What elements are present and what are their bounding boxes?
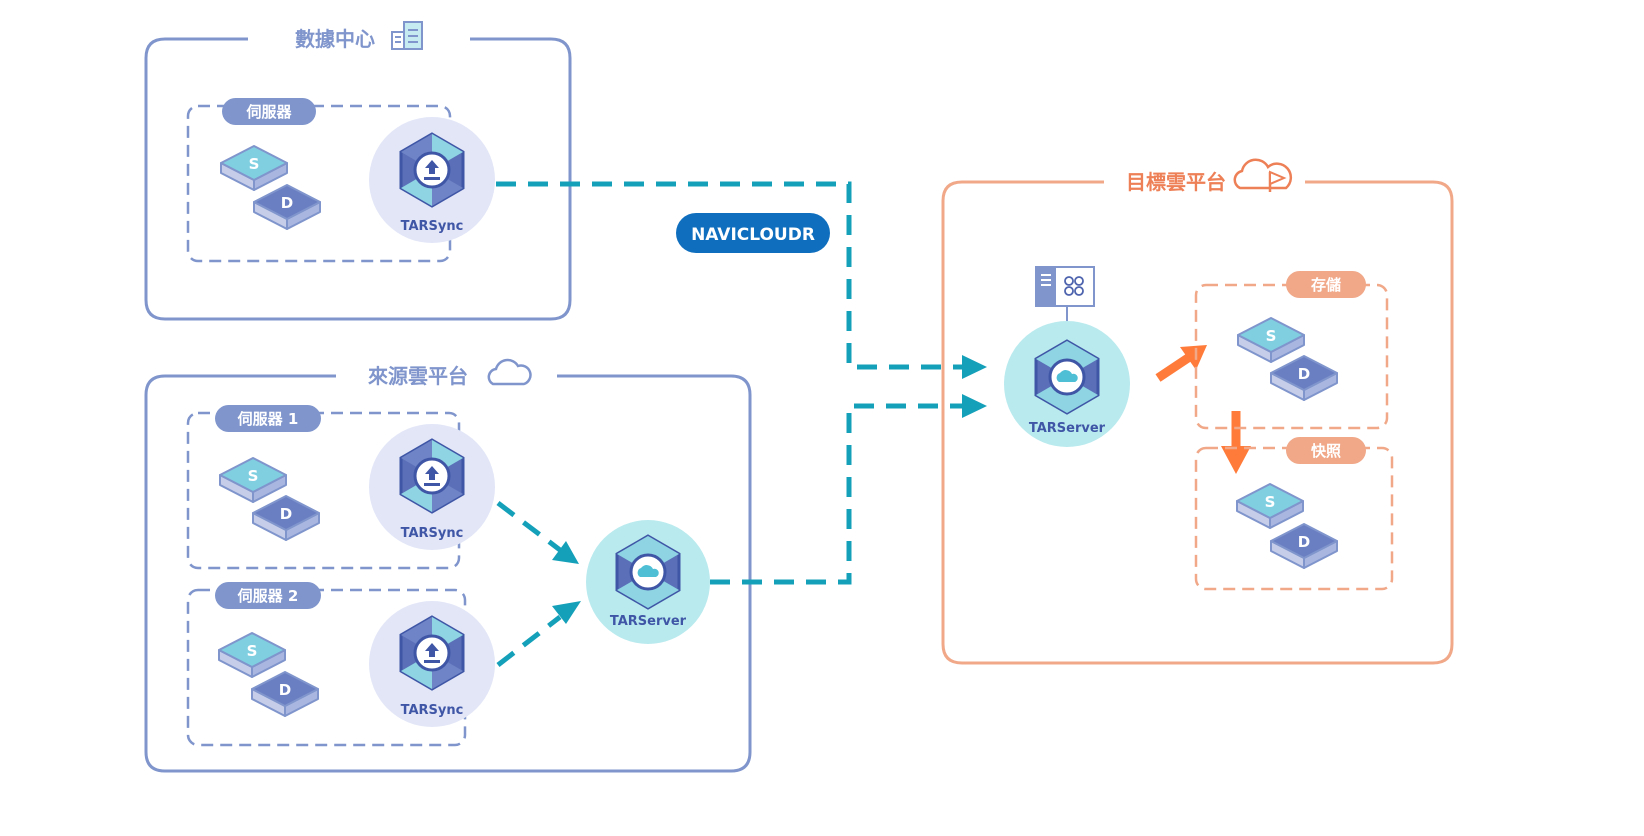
source-server-1: 伺服器 1 S D TARSync [186, 405, 495, 570]
svg-text:D: D [281, 194, 293, 212]
source-server-2: 伺服器 2 S D TARSync [186, 582, 495, 747]
svg-text:S: S [247, 642, 258, 660]
svg-text:D: D [280, 505, 292, 523]
storage-pill [1286, 271, 1366, 298]
navicloudr-label: NAVICLOUDR [691, 225, 815, 245]
snapshot-box: 快照 S D [1194, 437, 1394, 591]
source-cloud-group: 來源雲平台 伺服器 1 S D TARSync 伺服 [144, 358, 752, 773]
source-to-target-link [710, 403, 962, 585]
server-pill [215, 405, 321, 432]
svg-text:S: S [1265, 493, 1276, 511]
building-icon [391, 21, 423, 50]
server-pill [222, 98, 316, 125]
orange-arrow-right [1155, 345, 1207, 382]
server-pill [215, 582, 321, 609]
source-cloud-border [144, 374, 752, 773]
snapshot-pill [1286, 437, 1366, 464]
svg-text:S: S [248, 467, 259, 485]
snapshot-label: 快照 [1311, 442, 1341, 460]
target-cloud-border [941, 180, 1454, 665]
sync1-to-server-link [496, 501, 562, 552]
arrowhead [552, 601, 581, 624]
data-center-title: 數據中心 [295, 27, 375, 51]
svg-text:D: D [1298, 533, 1310, 551]
target-tarserver-node: TARServer [1004, 321, 1130, 447]
svg-text:S: S [249, 155, 260, 173]
disk-s: S [1236, 483, 1304, 529]
arrowhead [552, 541, 579, 564]
navicloudr-badge: NAVICLOUDR [676, 213, 830, 253]
disk-d: D [251, 671, 319, 717]
server-label: 伺服器 2 [237, 587, 299, 605]
data-center-border [144, 37, 572, 321]
datacenter-to-target-link [496, 181, 962, 370]
disk-s: S [220, 145, 288, 191]
server-label: 伺服器 1 [237, 410, 299, 428]
svg-text:D: D [1298, 365, 1310, 383]
svg-text:S: S [1266, 327, 1277, 345]
tarsync-label: TARSync [401, 219, 464, 234]
disk-d: D [252, 495, 320, 541]
source-tarserver-node: TARServer [586, 520, 710, 644]
tarserver-label: TARServer [1029, 421, 1106, 436]
tarsync-node: TARSync [369, 601, 495, 727]
target-cloud-title: 目標雲平台 [1126, 170, 1226, 194]
tarsync-node: TARSync [369, 117, 495, 243]
disk-d: D [253, 184, 321, 230]
tarsync-node: TARSync [369, 424, 495, 550]
disk-s: S [218, 632, 286, 678]
storage-label: 存儲 [1311, 276, 1341, 294]
tarsync-label: TARSync [401, 703, 464, 718]
tarsync-label: TARSync [401, 526, 464, 541]
disk-s: S [219, 457, 287, 503]
orange-arrow-down [1221, 411, 1251, 474]
tarserver-label: TARServer [610, 614, 687, 629]
connectors [496, 181, 987, 667]
storage-box: 存儲 S D [1194, 271, 1389, 430]
brain-icon [1035, 266, 1095, 322]
arrowhead [962, 394, 987, 418]
disk-s: S [1237, 317, 1305, 363]
disk-d: D [1270, 355, 1338, 401]
disk-d: D [1270, 523, 1338, 569]
source-cloud-title: 來源雲平台 [368, 364, 468, 388]
cloud-icon [487, 358, 532, 386]
target-cloud-group: 目標雲平台 TARServer [941, 158, 1454, 665]
arrowhead [962, 355, 987, 379]
cloud-flag-icon [1233, 158, 1293, 192]
data-center-group: 數據中心 伺服器 S D TARSync [144, 21, 572, 321]
server-label: 伺服器 [245, 103, 292, 121]
sync2-to-server-link [496, 615, 562, 667]
svg-text:D: D [279, 681, 291, 699]
